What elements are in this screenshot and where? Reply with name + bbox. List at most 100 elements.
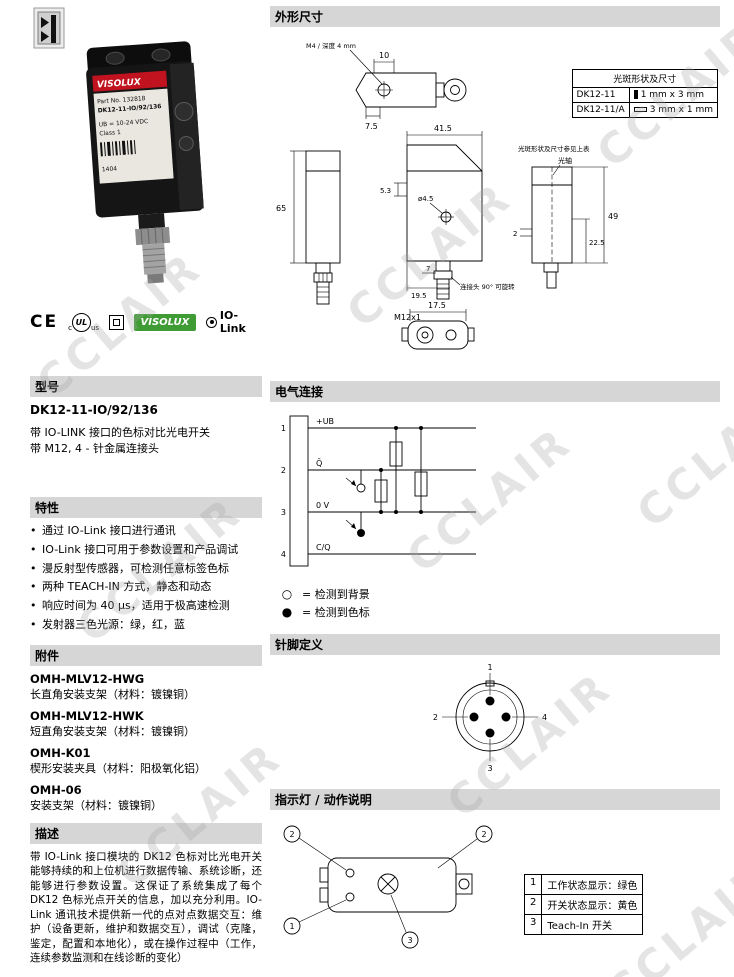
resistor-symbol	[389, 426, 403, 514]
io-link-logo: IO-Link	[206, 309, 262, 335]
section-header-electrical: 电气连接	[270, 381, 720, 402]
resistor-symbol	[374, 468, 388, 514]
dim-22-5: 22.5	[589, 239, 605, 247]
indicator-diagram: 2 2 1 3	[283, 825, 493, 949]
yellow-led-icon	[345, 892, 355, 902]
spot-table-header-row: 光斑形状及尺寸	[571, 69, 719, 88]
green-led-icon	[345, 868, 355, 878]
feature-item: •通过 IO-Link 接口进行通讯	[30, 523, 176, 537]
label-rotatable: 连接头 90° 可旋转	[460, 282, 515, 291]
legend-background: ○ = 检测到背景	[281, 587, 370, 601]
function-pictogram-icon	[33, 7, 65, 49]
spot-shape-vertical-icon	[633, 90, 638, 99]
dim-7: 7	[426, 265, 430, 273]
model-number: DK12-11-IO/92/136	[30, 403, 158, 417]
protection-class-ii-icon	[109, 314, 124, 330]
sensor-lens-icon	[174, 102, 194, 122]
section-header-indicator: 指示灯 / 动作说明	[270, 789, 720, 810]
barcode-icon	[99, 140, 136, 157]
indicator-row: 1 工作状态显示：绿色	[523, 874, 644, 895]
accessory-item: OMH-K01 楔形安装夹具（材料：阳极氧化铝）	[30, 745, 206, 775]
label-spot-ref: 光斑形状及尺寸参见上表	[518, 144, 590, 153]
right-column: 外形尺寸 10 M4 / 深度 4 mm	[270, 6, 720, 956]
pin1-label: +UB	[316, 417, 334, 426]
pinout-number-3: 3	[487, 764, 492, 773]
svg-text:2: 2	[481, 830, 486, 839]
pin2-label: Q̄	[316, 458, 322, 468]
pin2-number: 2	[281, 466, 286, 475]
section-header-model: 型号	[30, 376, 262, 397]
part-no-text: Part No. 132818	[97, 95, 146, 105]
dim-2: 2	[513, 230, 517, 238]
teach-in-button-icon	[377, 873, 399, 895]
accessory-item: OMH-06 安装支架（材料：镀镍铜）	[30, 782, 162, 812]
mark-state-symbol	[345, 512, 365, 537]
cul-us-mark-icon: c UL us	[68, 312, 99, 332]
section-header-pin-definition: 针脚定义	[270, 634, 720, 655]
pin4-label: C/Q	[316, 543, 331, 552]
visolux-logo: VISOLUX	[133, 313, 197, 331]
label-optical-axis: 光轴	[558, 156, 572, 165]
model-desc-line1: 带 IO-LINK 接口的色标对比光电开关	[30, 426, 210, 439]
pin3-label: 0 V	[316, 501, 330, 510]
section-header-dimensions: 外形尺寸	[270, 6, 720, 27]
pin4-number: 4	[281, 550, 286, 559]
dimension-drawing-svg: 10 M4 / 深度 4 mm 7.5	[276, 41, 618, 350]
voltage-text: UB = 10-24 VDC	[98, 118, 148, 128]
dim-m4: M4 / 深度 4 mm	[306, 41, 356, 50]
front-view-drawing: 65	[276, 150, 341, 305]
svg-text:3: 3	[407, 936, 412, 945]
dim-49: 49	[608, 212, 618, 221]
dim-17-5: 17.5	[428, 301, 446, 310]
dim-41-5: 41.5	[434, 124, 452, 133]
left-column: VISOLUX Part No. 132818 DK12-11-IO/92/13…	[30, 6, 262, 966]
feature-item: •发射器三色光源：绿，红，蓝	[30, 618, 185, 632]
dimension-drawings: 10 M4 / 深度 4 mm 7.5	[270, 33, 720, 375]
svg-text:1: 1	[289, 922, 294, 931]
model-desc-line2: 带 M12, 4 - 针金属连接头	[30, 441, 159, 455]
top-view-drawing: 10 M4 / 深度 4 mm 7.5	[306, 41, 467, 131]
indicator-row: 2 开关状态显示：黄色	[523, 894, 644, 915]
spot-shape-horizontal-icon	[633, 107, 647, 112]
dim-10: 10	[379, 51, 389, 60]
connector-pinout-diagram: 1 2 3 4	[433, 663, 547, 773]
section-header-features: 特性	[30, 496, 262, 518]
feature-item: •响应时间为 40 μs，适用于极高速检测	[30, 599, 230, 613]
certification-row: CE c UL us VISOLUX IO-Link	[30, 308, 262, 336]
io-link-icon	[206, 316, 217, 328]
pin1-number: 1	[281, 424, 286, 433]
brand-label	[92, 70, 168, 92]
feature-item: •漫反射型传感器，可检测任意标签色标	[30, 561, 229, 575]
class-text: Class 1	[99, 129, 121, 137]
svg-text:2: 2	[289, 830, 294, 839]
indicator-row: 3 Teach-In 开关	[523, 914, 644, 935]
dim-7-5: 7.5	[365, 122, 378, 131]
model-text: DK12-11-IO/92/136	[97, 103, 161, 114]
callout-2-left: 2	[283, 825, 347, 871]
side-view-drawing: ø4.5 41.5 5.3 7	[380, 124, 515, 322]
callout-2-right: 2	[437, 825, 493, 869]
section-header-accessories: 附件	[30, 644, 262, 666]
spot-table-row: DK12-11 1 mm x 3 mm	[571, 87, 719, 103]
accessory-item: OMH-MLV12-HWG 长直角安装支架（材料：镀镍铜）	[30, 671, 195, 701]
callout-3: 3	[390, 894, 419, 949]
wiring-diagram: 1 +UB 2 Q̄ 3 0 V 4 C/Q	[281, 415, 476, 567]
feature-item: •IO-Link 接口可用于参数设置和产品调试	[30, 542, 239, 556]
section-header-description: 描述	[30, 822, 262, 844]
dim-19-5: 19.5	[411, 292, 427, 300]
connector-nut	[135, 226, 171, 246]
brand-text: VISOLUX	[97, 77, 143, 90]
rear-view-drawing: 光斑形状及尺寸参见上表 光轴 49 22.5 2	[513, 144, 618, 289]
spot-table-row: DK12-11/A 3 mm x 1 mm	[571, 102, 719, 118]
legend-mark: ● = 检测到色标	[281, 605, 370, 619]
indicator-table: 1 工作状态显示：绿色 2 开关状态显示：黄色 3 Teach-In 开关	[523, 874, 644, 935]
background-state-symbol	[345, 470, 366, 493]
sensor-lens-small-icon	[178, 135, 194, 151]
pin3-number: 3	[281, 508, 286, 517]
date-code-text: 1404	[102, 165, 118, 173]
ce-mark-icon: CE	[30, 312, 59, 332]
dim-65: 65	[276, 204, 286, 213]
accessory-item: OMH-MLV12-HWK 短直角安装支架（材料：镀镍铜）	[30, 708, 195, 738]
feature-item: •两种 TEACH-IN 方式，静态和动态	[30, 580, 212, 594]
